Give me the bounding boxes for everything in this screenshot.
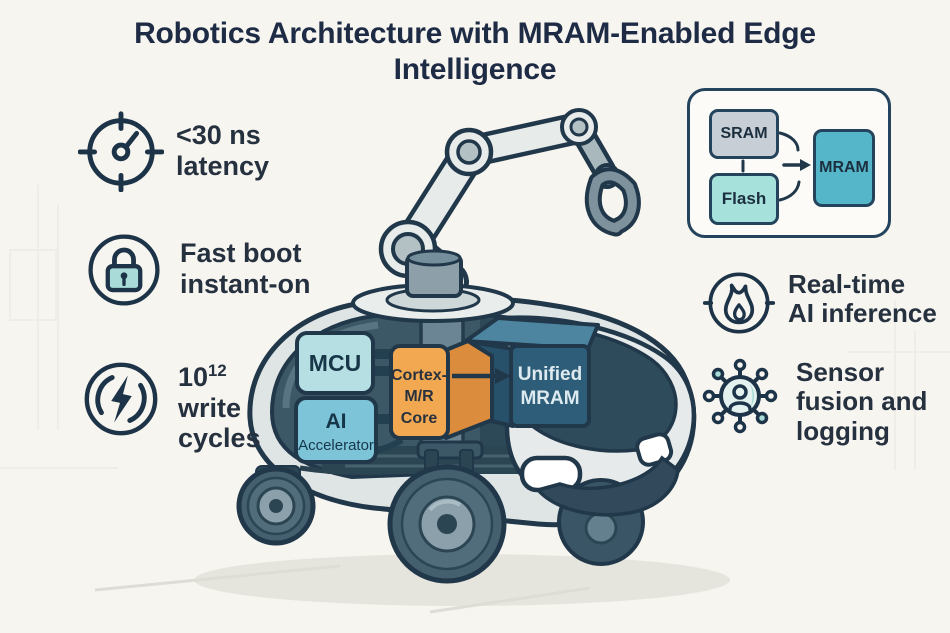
feature-fast-boot: Fast boot instant-on <box>82 228 310 312</box>
stopwatch-icon <box>78 111 164 192</box>
memory-architecture-panel: SRAM Flash MRAM <box>687 88 891 238</box>
middle-wheel <box>387 464 507 584</box>
mram-box: MRAM <box>813 129 875 207</box>
unified-mram-line1: Unified <box>518 364 582 385</box>
feature-latency: <30 ns latency <box>78 106 269 192</box>
sensor-hub-icon <box>702 358 778 434</box>
mram-label: MRAM <box>819 159 869 176</box>
mcu-chip: MCU <box>295 331 375 395</box>
sensor-line3: logging <box>796 415 890 446</box>
feature-write-cycles: 1012 write cycles <box>78 356 261 454</box>
ai-label-line2: Accelerator <box>298 437 374 454</box>
feature-sensor-fusion-text: Sensor fusion and logging <box>796 357 928 446</box>
cycles-exponent: 12 <box>208 361 227 380</box>
cortex-core-chip: Cortex- M/R Core <box>389 339 494 440</box>
page-title-line2: Intelligence <box>393 53 557 86</box>
write-cycles-icon <box>84 362 158 436</box>
feature-write-cycles-text: 1012 write cycles <box>178 361 261 454</box>
feature-sensor-fusion: Sensor fusion and logging <box>696 352 927 446</box>
latency-line1: <30 ns <box>176 120 261 150</box>
unified-mram-line2: MRAM <box>520 388 579 409</box>
inference-line1: Real-time <box>788 269 906 299</box>
mcu-label: MCU <box>309 350 361 376</box>
sensor-line2: fusion and <box>796 386 928 417</box>
feature-latency-text: <30 ns latency <box>176 120 269 181</box>
latency-line2: latency <box>176 150 270 181</box>
gripper-icon <box>584 163 641 237</box>
ai-label-line1: AI <box>326 410 347 433</box>
feature-fast-boot-text: Fast boot instant-on <box>180 238 310 299</box>
flame-icon <box>702 272 776 334</box>
chip-arrow <box>452 368 511 384</box>
fast-boot-line1: Fast boot <box>180 238 302 268</box>
flash-label: Flash <box>721 189 767 208</box>
arm-pedestal <box>351 249 515 323</box>
cycles-line2: write <box>178 392 242 423</box>
cycles-line3: cycles <box>178 423 261 453</box>
cycles-base: 10 <box>178 362 209 392</box>
memory-diagram-connectors <box>741 131 811 202</box>
front-wheel <box>534 455 680 566</box>
cortex-line2: M/R <box>404 388 434 405</box>
fast-boot-line2: instant-on <box>180 268 311 299</box>
sensor-line1: Sensor <box>796 357 885 387</box>
write-cycles-value: 1012 <box>178 361 261 393</box>
feature-ai-inference-text: Real-time AI inference <box>788 269 937 329</box>
cortex-line1: Cortex- <box>391 367 447 384</box>
page-title-line1: Robotics Architecture with MRAM-Enabled … <box>134 17 816 50</box>
flash-box: Flash <box>709 173 779 225</box>
sram-label: SRAM <box>720 125 768 142</box>
cortex-line3: Core <box>401 410 438 427</box>
inference-line2: AI inference <box>788 298 937 329</box>
rear-wheel <box>236 466 316 546</box>
padlock-icon <box>88 234 160 306</box>
ai-accelerator-chip: AI Accelerator <box>294 396 378 464</box>
feature-ai-inference: Real-time AI inference <box>702 266 937 340</box>
sram-box: SRAM <box>709 109 779 159</box>
background-sketch <box>0 185 950 470</box>
page-title: Robotics Architecture with MRAM-Enabled … <box>0 16 950 88</box>
robot-arm <box>378 108 641 303</box>
